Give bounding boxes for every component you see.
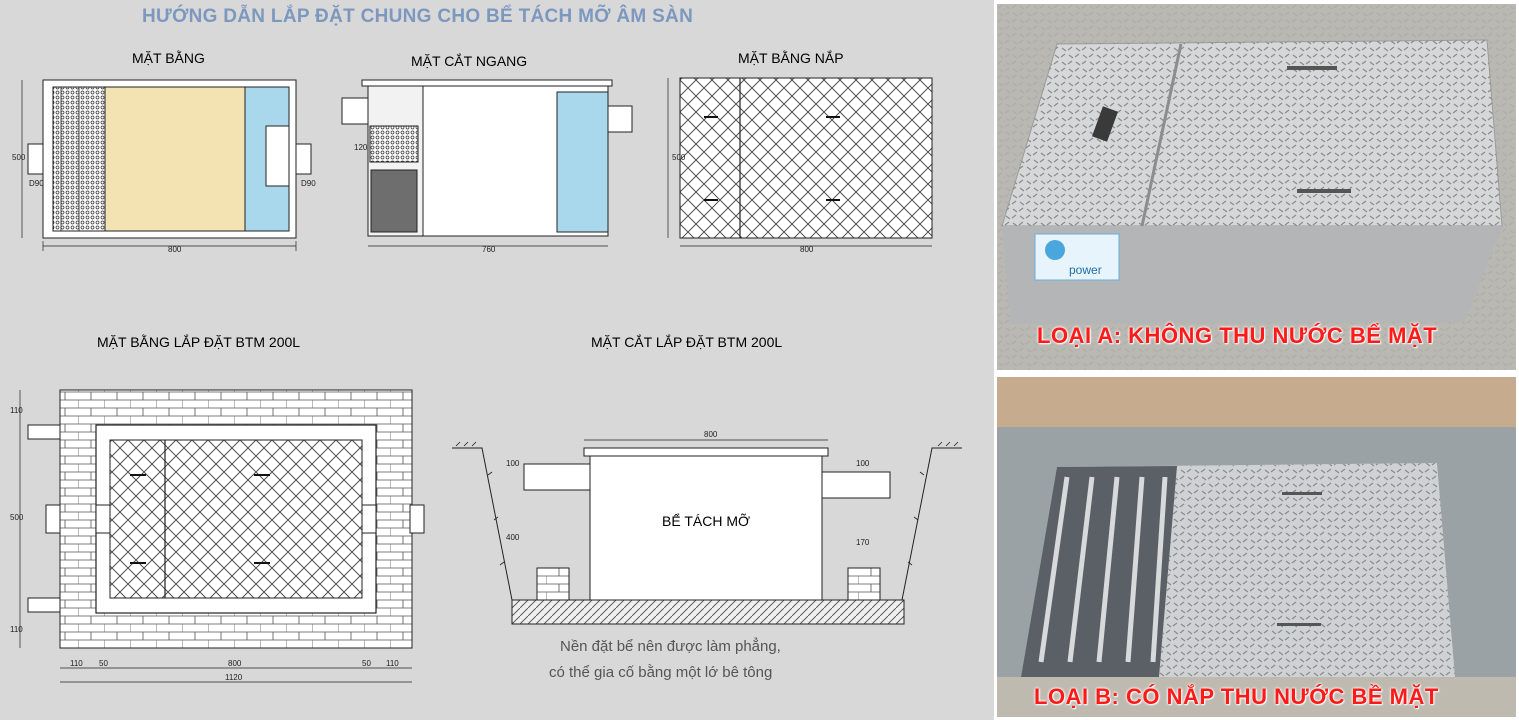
sect-top-width-dim: 800 <box>704 430 718 439</box>
note-line-1: Nền đặt bể nên được làm phẳng, <box>560 638 781 655</box>
sect-depth-right-dim: 100 <box>856 459 870 468</box>
label-cross-section: MẶT CẮT NGANG <box>411 53 528 69</box>
install-gap-right-dim: 50 <box>362 659 371 668</box>
note-line-2: có thể gia cố bằng một lớ bê tông <box>549 664 773 681</box>
photo-type-b: LOẠI B: CÓ NẮP THU NƯỚC BỀ MẶT <box>997 377 1516 717</box>
sect-depth-outlet-dim: 170 <box>856 538 870 547</box>
section-basket-dim: 120 <box>354 143 368 152</box>
install-plan-view: 110 50 800 50 110 1120 500 110 110 <box>10 389 425 683</box>
label-install-plan: MẶT BẰNG LẮP ĐẶT BTM 200L <box>97 334 301 350</box>
caption-type-a: LOẠI A: KHÔNG THU NƯỚC BỂ MẶT <box>1037 323 1438 348</box>
label-lid-plan: MẶT BẰNG NẮP <box>738 50 844 66</box>
plan-width-dim: 800 <box>168 245 182 254</box>
label-install-section: MẶT CẮT LẮP ĐẶT BTM 200L <box>591 334 783 350</box>
section-width-dim: 760 <box>482 245 496 254</box>
photo-type-a: power LOẠI A: KHÔNG THU NƯỚC BỂ MẶT <box>997 4 1516 370</box>
plan-view: 800 500 D90 D90 <box>12 79 316 254</box>
photo-type-b-illustration <box>997 377 1516 717</box>
sect-depth-left-dim: 100 <box>506 459 520 468</box>
lid-height-dim: 500 <box>672 153 686 162</box>
install-total-dim: 1120 <box>225 673 243 682</box>
install-side-left-dim: 110 <box>70 659 83 668</box>
caption-type-b: LOẠI B: CÓ NẮP THU NƯỚC BỀ MẶT <box>1034 684 1439 709</box>
technical-drawing-panel: 800 500 D90 D90 760 120 <box>0 0 994 720</box>
install-section-view: 800 100 400 100 170 <box>452 430 962 625</box>
label-plan: MẶT BẰNG <box>132 50 205 66</box>
install-side-right-dim: 110 <box>386 659 399 668</box>
pipe-right-label: D90 <box>301 179 316 188</box>
pipe-left-label: D90 <box>29 179 44 188</box>
install-inner-dim: 800 <box>228 659 242 668</box>
install-height-dim: 500 <box>10 513 24 522</box>
lid-plan-view: 800 500 <box>667 77 933 254</box>
photo-type-a-illustration: power <box>997 4 1516 370</box>
plan-height-dim: 500 <box>12 153 26 162</box>
tank-label: BỂ TÁCH MỠ <box>662 513 750 529</box>
install-top-dim: 110 <box>10 406 23 415</box>
brand-sticker: power <box>1069 263 1102 277</box>
lid-width-dim: 800 <box>800 245 814 254</box>
drawing-title: HƯỚNG DẪN LẮP ĐẶT CHUNG CHO BỂ TÁCH MỠ Â… <box>142 6 694 27</box>
install-gap-left-dim: 50 <box>99 659 108 668</box>
drawing-canvas: 800 500 D90 D90 760 120 <box>10 77 962 683</box>
sect-depth-main-dim: 400 <box>506 533 520 542</box>
install-bottom-dim: 110 <box>10 625 23 634</box>
cross-section-view: 760 120 <box>341 79 633 254</box>
